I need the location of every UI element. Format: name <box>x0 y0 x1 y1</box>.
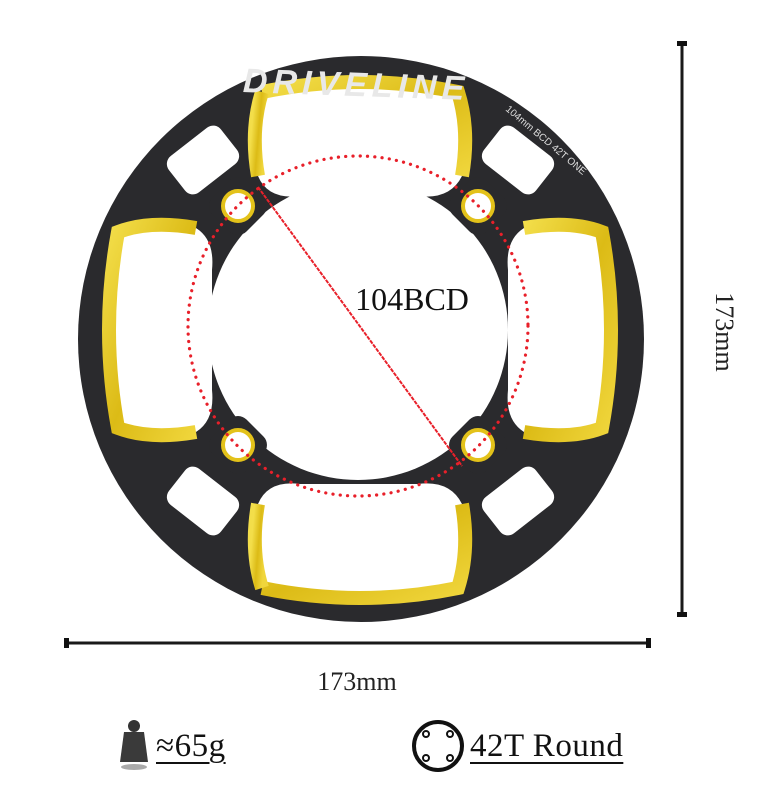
width-label: 173mm <box>317 667 396 696</box>
teeth-value: 42T Round <box>470 727 624 764</box>
bcd-label: 104BCD <box>355 281 469 317</box>
chainguard-ring <box>78 56 644 622</box>
bcd-diameter-line <box>257 186 463 467</box>
bcd-circle <box>186 154 530 498</box>
brand-logo: DRIVELINE <box>242 62 470 108</box>
chainring-icon <box>412 720 464 772</box>
teeth-spec: 42T Round <box>410 718 623 774</box>
width-dimension: 173mm <box>64 638 651 696</box>
height-label: 173mm <box>710 292 739 371</box>
weight-spec: ≈65g <box>116 718 226 774</box>
height-dimension: 173mm <box>677 41 739 617</box>
weight-icon <box>120 720 148 770</box>
weight-value: ≈65g <box>156 727 226 764</box>
